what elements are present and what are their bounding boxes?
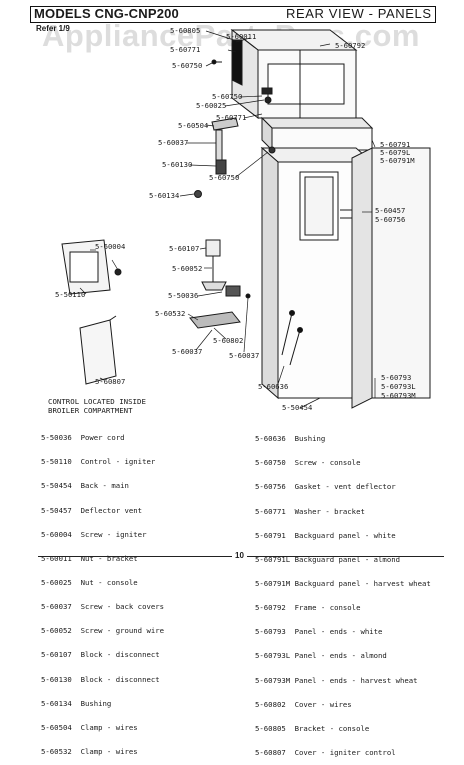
callout-5-50454: 5-50454 bbox=[282, 403, 313, 412]
legend-row: 5-60750 Screw - console bbox=[255, 458, 361, 468]
callout-5-60793: 5-60793 bbox=[381, 373, 412, 382]
console-bracket-drawing bbox=[231, 39, 243, 86]
wire-cover-drawing bbox=[189, 311, 241, 329]
callout-5-60792: 5-60792 bbox=[335, 41, 366, 50]
callout-5-60791L: 5-6079L bbox=[380, 148, 411, 157]
callout-5-60107: 5-60107 bbox=[169, 244, 200, 253]
exploded-view-diagram bbox=[61, 28, 431, 409]
callout-5-60037: 5-60037 bbox=[229, 351, 260, 360]
backguard-panel-drawing bbox=[260, 116, 374, 152]
legend-row: 5-60107 Block - disconnect bbox=[41, 650, 160, 660]
legend-row: 5-60756 Gasket - vent deflector bbox=[255, 482, 396, 492]
callout-5-60756: 5-60756 bbox=[375, 215, 406, 224]
callout-5-60532: 5-60532 bbox=[155, 309, 186, 318]
header-frame bbox=[30, 6, 436, 23]
callout-5-60504: 5-60504 bbox=[178, 121, 209, 130]
legend-row: 5-50036 Power cord bbox=[41, 433, 125, 443]
small-parts-drawing bbox=[194, 59, 276, 198]
legend-row: 5-60004 Screw - igniter bbox=[41, 529, 147, 539]
legend-row: 5-60037 Screw - back covers bbox=[41, 602, 165, 612]
legend-row: 5-60793L Panel - ends - almond bbox=[255, 651, 387, 661]
control-caption-line: BROILER COMPARTMENT bbox=[48, 406, 133, 415]
callout-5-60636: 5-60636 bbox=[258, 382, 289, 391]
igniter-control-drawing bbox=[61, 239, 122, 295]
callout-5-60750: 5-60750 bbox=[172, 61, 203, 70]
legend-row: 5-60802 Cover - wires bbox=[255, 699, 352, 709]
refer-subhead: Refer 1/9 bbox=[36, 24, 70, 33]
control-location-caption: CONTROL LOCATED INSIDE BROILER COMPARTME… bbox=[48, 397, 146, 415]
legend-row: 5-60532 Clamp - wires bbox=[41, 746, 138, 756]
page-number: 10 bbox=[232, 551, 247, 560]
control-caption-line: CONTROL LOCATED INSIDE bbox=[48, 397, 146, 406]
legend-row: 5-60791 Backguard panel - white bbox=[255, 530, 396, 540]
disconnect-block-drawing bbox=[201, 239, 251, 299]
callout-5-60771: 5-60771 bbox=[170, 45, 201, 54]
callout-5-60805: 5-60805 bbox=[170, 26, 201, 35]
main-back-drawing bbox=[260, 146, 374, 400]
callout-5-60771: 5-60771 bbox=[216, 113, 247, 122]
callout-5-60793M: 5-60793M bbox=[381, 391, 416, 400]
callout-5-60130: 5-60130 bbox=[162, 160, 193, 169]
legend-row: 5-60025 Nut - console bbox=[41, 577, 138, 587]
legend-row: 5-60805 Bracket - console bbox=[255, 723, 370, 733]
leader-lines bbox=[79, 30, 376, 409]
callout-5-50110: 5-50110 bbox=[55, 290, 86, 299]
igniter-cover-drawing bbox=[79, 315, 117, 385]
legend-row: 5-60791L Backguard panel - almond bbox=[255, 554, 400, 564]
legend-row: 5-60636 Bushing bbox=[255, 434, 326, 444]
legend-row: 5-60504 Clamp - wires bbox=[41, 722, 138, 732]
legend-row: 5-60134 Bushing bbox=[41, 698, 112, 708]
parts-legend-left: 5-50036 Power cord 5-50110 Control - ign… bbox=[41, 418, 164, 764]
callout-5-60004: 5-60004 bbox=[95, 242, 126, 251]
callout-5-50036: 5-50036 bbox=[168, 291, 199, 300]
legend-row: 5-60793M Panel - ends - harvest wheat bbox=[255, 675, 418, 685]
callout-5-60802: 5-60802 bbox=[213, 336, 244, 345]
legend-row: 5-50457 Deflector vent bbox=[41, 505, 143, 515]
callout-5-60750: 5-60750 bbox=[212, 92, 243, 101]
callout-5-60037: 5-60037 bbox=[158, 138, 189, 147]
legend-row: 5-60130 Block - disconnect bbox=[41, 674, 160, 684]
models-title: MODELS CNG-CNP200 bbox=[34, 6, 179, 21]
callout-5-60750: 5-60750 bbox=[209, 173, 240, 182]
callout-5-60025: 5-60025 bbox=[196, 101, 227, 110]
parts-legend-right: 5-60636 Bushing 5-60750 Screw - console … bbox=[255, 419, 431, 765]
legend-row: 5-60011 Nut - bracket bbox=[41, 553, 138, 563]
legend-row: 5-60793 Panel - ends - white bbox=[255, 627, 383, 637]
end-panel-drawing bbox=[351, 147, 431, 409]
legend-row: 5-60792 Frame - console bbox=[255, 603, 361, 613]
callout-5-60037: 5-60037 bbox=[172, 347, 203, 356]
callout-5-60791: 5-60791 bbox=[380, 140, 411, 149]
legend-row: 5-50454 Back - main bbox=[41, 481, 129, 491]
callout-5-60793L: 5-60793L bbox=[381, 382, 416, 391]
callout-5-60791M: 5-60791M bbox=[380, 156, 415, 165]
legend-row: 5-60771 Washer - bracket bbox=[255, 506, 365, 516]
legend-row: 5-60791M Backguard panel - harvest wheat bbox=[255, 578, 431, 588]
callout-5-60134: 5-60134 bbox=[149, 191, 180, 200]
legend-row: 5-60052 Screw - ground wire bbox=[41, 626, 165, 636]
view-title: REAR VIEW - PANELS bbox=[286, 6, 432, 21]
callout-5-60807: 5-60807 bbox=[95, 377, 126, 386]
legend-row: 5-50110 Control - igniter bbox=[41, 457, 156, 467]
legend-row: 5-60807 Cover - igniter control bbox=[255, 747, 396, 757]
watermark-text: AppliancePartsPros.com bbox=[42, 18, 420, 53]
callout-5-60052: 5-60052 bbox=[172, 264, 203, 273]
callout-5-60011: 5-60011 bbox=[226, 32, 257, 41]
callout-5-60457: 5-60457 bbox=[375, 206, 406, 215]
